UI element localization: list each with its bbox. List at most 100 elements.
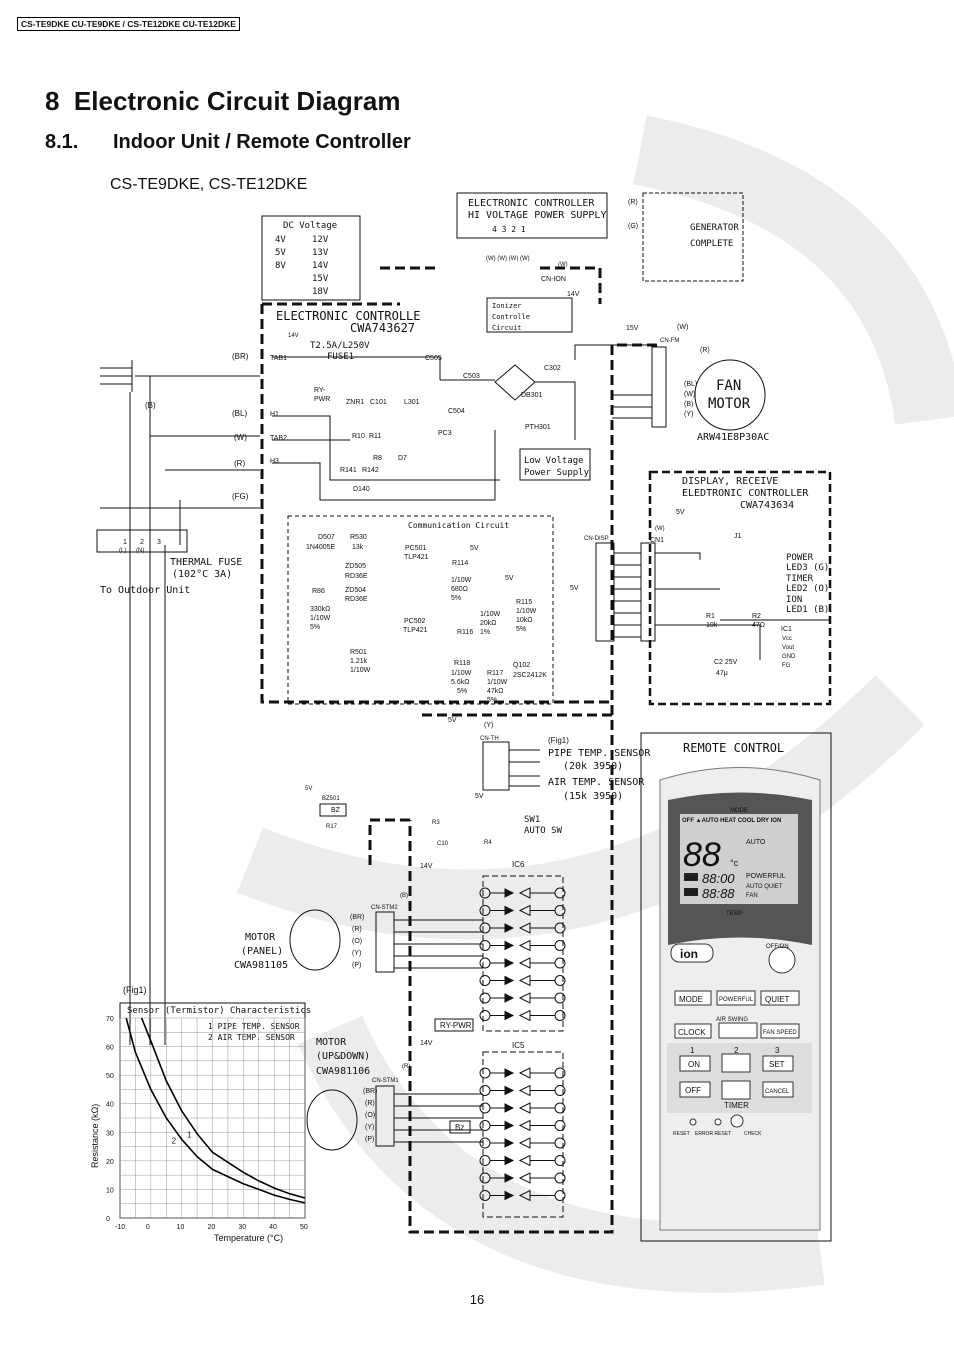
hv-title1: ELECTRONIC CONTROLLER <box>468 198 595 209</box>
r86v3: 5% <box>310 624 320 631</box>
diode <box>504 1120 515 1131</box>
check-button[interactable] <box>730 1114 744 1128</box>
d7: D7 <box>398 455 407 462</box>
outdoor-pin2: 2 <box>140 539 144 546</box>
dc-v-12: 12V <box>312 235 329 245</box>
cn-ion: CN-ION <box>541 276 566 283</box>
series-label-1: 1 <box>187 1131 192 1140</box>
timer-on-button[interactable] <box>679 1055 711 1072</box>
r10: R10 <box>352 433 365 440</box>
dc-voltage-box <box>261 215 361 301</box>
fuse-spec: T2.5A/L250V <box>310 341 370 351</box>
ic1-fg: FG <box>782 663 791 669</box>
y-tick: 60 <box>106 1045 114 1052</box>
r501v1: 1.21k <box>350 658 368 665</box>
c2v: 47μ <box>716 670 728 677</box>
timer-off-button[interactable] <box>679 1081 711 1098</box>
driver-stage <box>490 1084 555 1097</box>
cancel-label: CANCEL <box>765 1089 790 1095</box>
bridge <box>494 364 536 401</box>
hv-r: (R) <box>628 199 638 206</box>
cn-th-label: CN-TH <box>480 736 499 742</box>
model-label: CS-TE9DKE, CS-TE12DKE <box>110 176 308 193</box>
driver-stage <box>490 1172 555 1184</box>
up-button[interactable] <box>721 1053 751 1073</box>
znr1: ZNR1 <box>346 399 364 406</box>
series-line-2 <box>125 1017 306 1204</box>
n2: 2 <box>734 1046 739 1055</box>
cn-stm2-label: CN-STM2 <box>371 905 398 911</box>
disp-part: CWA743634 <box>740 500 794 511</box>
r115v2: 10kΩ <box>516 617 533 624</box>
airswing-button[interactable] <box>718 1022 758 1039</box>
c2: C2 25V <box>714 659 738 666</box>
r2: R2 <box>752 613 761 620</box>
error-label: ERROR RESET <box>695 1131 731 1137</box>
n3: 3 <box>775 1046 780 1055</box>
dc-v-5: 5V <box>275 248 286 258</box>
mode-button[interactable] <box>674 990 712 1006</box>
set-button[interactable] <box>762 1055 794 1072</box>
fanspeed-button[interactable] <box>760 1023 800 1039</box>
driver-stage <box>490 1102 555 1114</box>
reset-button[interactable] <box>689 1118 697 1126</box>
ry-label: RY- <box>314 387 326 394</box>
th-5v: 5V <box>448 717 457 724</box>
term-b: (B) <box>145 401 156 410</box>
fan-label1: FAN <box>716 378 741 394</box>
diode <box>504 993 515 1003</box>
r115v1: 1/10W <box>516 608 537 615</box>
chart-ylabel: Resistance (kΩ) <box>90 1104 100 1168</box>
chart-xlabel: Temperature (°C) <box>214 1233 283 1243</box>
c101: C101 <box>370 399 387 406</box>
panel-part: CWA981105 <box>234 960 288 971</box>
airswing-label: AIR SWING <box>716 1017 748 1023</box>
ic1-vcc: Vcc <box>782 636 792 642</box>
powerful-button-label: POWERFUL <box>719 997 754 1003</box>
ion-14v: 14V <box>567 291 580 298</box>
th-pipe: PIPE TEMP. SENSOR <box>548 748 651 759</box>
main-15v: 15V <box>626 325 639 332</box>
down-button[interactable] <box>721 1080 751 1100</box>
ud-w4: (Y) <box>365 1124 374 1131</box>
r114v2: 680Ω <box>451 586 468 593</box>
y-tick: 10 <box>106 1187 114 1194</box>
quiet-button[interactable] <box>760 990 800 1006</box>
main-part: CWA743627 <box>350 321 415 335</box>
cn-disp <box>595 542 615 642</box>
cn-stm2 <box>375 911 395 973</box>
clock-button[interactable] <box>674 1023 712 1039</box>
chart-legend-1: 1 PIPE TEMP. SENSOR <box>208 1022 300 1031</box>
pwr-label: PWR <box>314 396 330 403</box>
main-title: ELECTRONIC CONTROLLE <box>276 309 421 323</box>
lvps2: Power Supply <box>524 468 590 478</box>
ud-w5: (P) <box>365 1136 374 1143</box>
lcd-off: OFF <box>686 891 698 897</box>
driver-stage <box>490 1154 555 1167</box>
ion-button[interactable] <box>670 943 714 963</box>
ic5 <box>482 1051 564 1218</box>
ic1-vout: Vout <box>782 645 794 651</box>
panel-w1: (BR) <box>350 914 364 921</box>
cn-stm1 <box>375 1085 395 1147</box>
r141: R141 <box>340 467 357 474</box>
powerful-button[interactable] <box>716 990 756 1006</box>
section-title: 8 Electronic Circuit Diagram <box>45 86 401 116</box>
offon-button[interactable] <box>768 946 796 974</box>
ic5-14v: 14V <box>420 1040 433 1047</box>
r4: R4 <box>484 840 492 846</box>
r118v1: 1/10W <box>451 670 472 677</box>
cn1 <box>640 542 656 642</box>
error-reset-button[interactable] <box>714 1118 722 1126</box>
fan-motor <box>694 359 766 431</box>
cancel-button[interactable] <box>762 1081 794 1098</box>
term-w: (W) <box>234 433 247 442</box>
r117v2: 47kΩ <box>487 688 504 695</box>
hv-g: (G) <box>628 223 638 230</box>
disp-title1: DISPLAY, RECEIVE <box>682 476 778 487</box>
pc502p: TLP421 <box>403 627 428 634</box>
n1: 1 <box>690 1046 695 1055</box>
bz-node: Bz <box>455 1123 464 1132</box>
bz501: BZ501 <box>322 796 340 802</box>
ic6-14v: 14V <box>420 863 433 870</box>
